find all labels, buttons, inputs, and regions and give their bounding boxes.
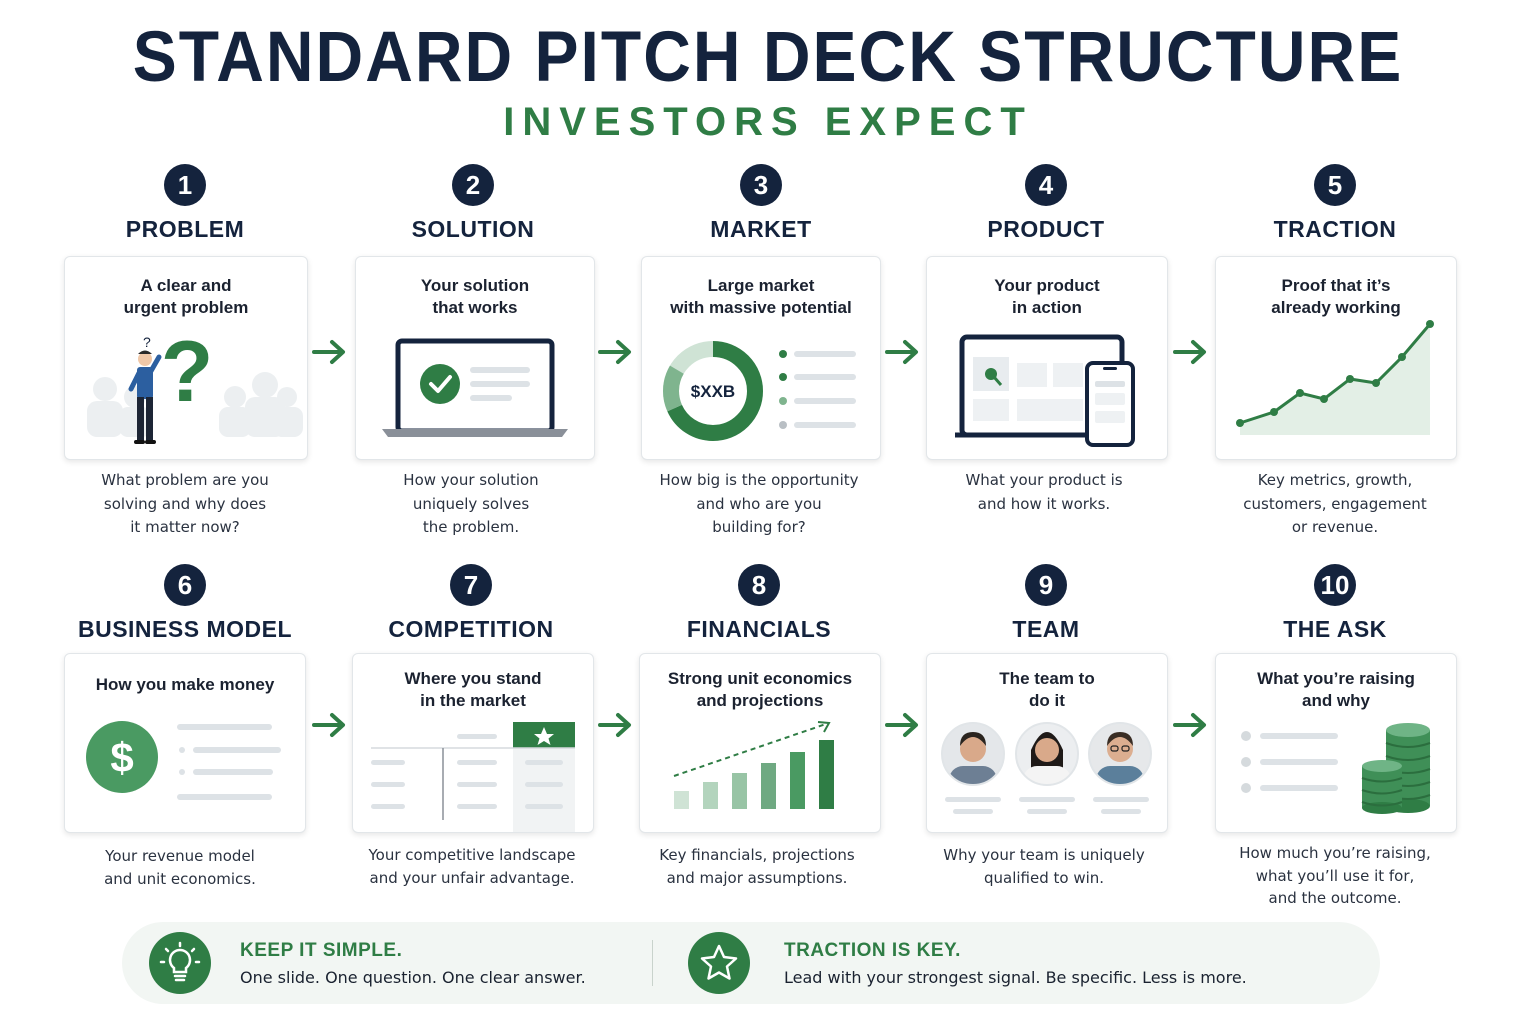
step-label: TEAM xyxy=(1012,616,1080,642)
arrow-right-icon xyxy=(885,713,918,737)
person-question-icon: ? ? xyxy=(87,324,303,444)
divider xyxy=(652,940,653,986)
arrow-right-icon xyxy=(885,340,918,364)
step-number: 3 xyxy=(740,164,782,206)
step-number: 6 xyxy=(164,564,206,606)
step-number: 2 xyxy=(452,164,494,206)
step-number: 7 xyxy=(450,564,492,606)
tips-banner: KEEP IT SIMPLE. One slide. One question.… xyxy=(122,922,1380,1004)
tip-text: One slide. One question. One clear answe… xyxy=(240,968,586,987)
step-label: MARKET xyxy=(710,216,812,242)
tip-title: KEEP IT SIMPLE. xyxy=(240,940,403,961)
arrow-right-icon xyxy=(598,340,631,364)
svg-text:$: $ xyxy=(110,734,133,781)
coins-icon xyxy=(1241,723,1431,814)
step-problem: 1 PROBLEM xyxy=(63,164,307,243)
tip-title: TRACTION IS KEY. xyxy=(784,940,961,961)
bar-chart-icon xyxy=(673,721,834,809)
step-team: 9 TEAM xyxy=(924,564,1168,643)
arrow-right-icon xyxy=(312,713,345,737)
devices-icon xyxy=(955,334,1135,447)
donut-chart-icon: $XXB xyxy=(663,341,856,441)
step-solution: 2 SOLUTION xyxy=(351,164,595,243)
step-label: FINANCIALS xyxy=(686,616,832,642)
step-label: PRODUCT xyxy=(987,216,1105,242)
step-label: COMPETITION xyxy=(388,616,554,642)
step-number: 8 xyxy=(738,564,780,606)
svg-text:?: ? xyxy=(143,334,151,350)
step-description: How much you’re raising,what you’ll use … xyxy=(1239,844,1431,907)
arrow-right-icon xyxy=(598,713,631,737)
step-product: 4 PRODUCT xyxy=(924,164,1168,243)
step-the-ask: 10 THE ASK xyxy=(1213,564,1457,643)
arrow-right-icon xyxy=(312,340,345,364)
step-label: PROBLEM xyxy=(125,216,245,242)
dollar-icon: $ xyxy=(86,721,281,800)
step-label: BUSINESS MODEL xyxy=(77,616,293,642)
laptop-check-icon xyxy=(382,338,568,437)
step-financials: 8 FINANCIALS xyxy=(637,564,881,643)
step-description: Key metrics, growth,customers, engagemen… xyxy=(1243,471,1427,536)
step-label: THE ASK xyxy=(1283,616,1387,642)
star-icon xyxy=(688,932,750,994)
market-size-label: $XXB xyxy=(691,382,735,401)
lightbulb-icon xyxy=(149,932,211,994)
step-traction: 5 TRACTION xyxy=(1213,164,1457,243)
comparison-table-icon xyxy=(371,722,575,832)
tip-text: Lead with your strongest signal. Be spec… xyxy=(784,968,1247,987)
team-icon xyxy=(941,722,1152,814)
step-number: 10 xyxy=(1314,564,1356,606)
arrow-right-icon xyxy=(1173,713,1206,737)
svg-text:?: ? xyxy=(161,324,214,420)
growth-line-icon xyxy=(1236,320,1434,435)
card-business-model: How you make money $ xyxy=(64,653,306,833)
step-market: 3 MARKET xyxy=(639,164,883,243)
page-subtitle: INVESTORS EXPECT xyxy=(503,100,1033,144)
arrow-right-icon xyxy=(1173,340,1206,364)
step-number: 1 xyxy=(164,164,206,206)
step-label: TRACTION xyxy=(1273,216,1397,242)
step-business-model: 6 BUSINESS MODEL xyxy=(63,564,307,643)
step-number: 4 xyxy=(1025,164,1067,206)
step-number: 5 xyxy=(1314,164,1356,206)
step-competition: 7 COMPETITION xyxy=(349,564,593,643)
card-title: How you make money xyxy=(95,675,275,694)
step-label: SOLUTION xyxy=(411,216,535,242)
page-title: STANDARD PITCH DECK STRUCTURE xyxy=(132,16,1404,96)
step-number: 9 xyxy=(1025,564,1067,606)
